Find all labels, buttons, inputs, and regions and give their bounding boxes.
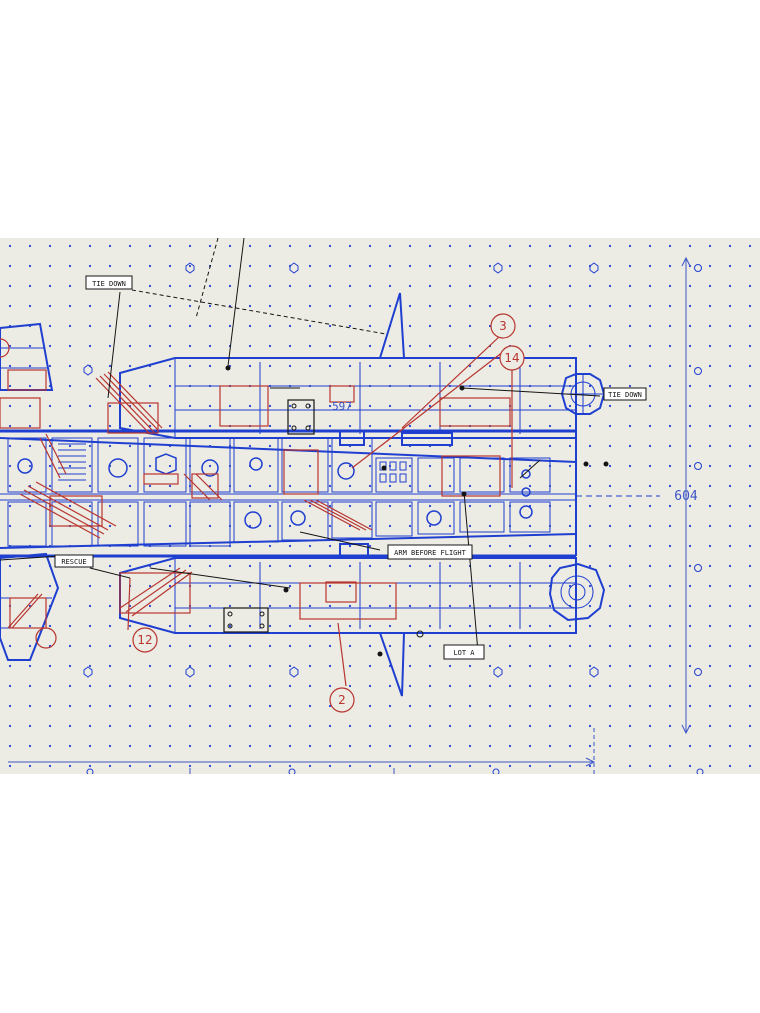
svg-text:TIE DOWN: TIE DOWN — [608, 391, 642, 399]
svg-text:LOT A: LOT A — [453, 649, 475, 657]
svg-text:RESCUE: RESCUE — [61, 558, 86, 566]
callout-edge-left — [0, 338, 10, 358]
svg-text:12: 12 — [137, 633, 152, 647]
label-tie-down-right: TIE DOWN — [603, 387, 647, 401]
leader-lines — [0, 238, 609, 657]
callout-edge-bottom — [35, 627, 57, 649]
red-annotations — [0, 335, 513, 687]
label-anti-flight: ARM BEFORE FLIGHT — [387, 544, 473, 560]
svg-text:TIE DOWN: TIE DOWN — [92, 280, 126, 288]
hex-markers — [83, 262, 704, 774]
ship-blueprint-diagram: 604 — [0, 238, 760, 774]
dimension-label: 604 — [674, 489, 698, 504]
blueprint-sheet: 604 — [0, 238, 760, 774]
callout-2: 2 — [329, 687, 355, 713]
svg-text:3: 3 — [499, 319, 507, 333]
hull-number-label: 597 — [332, 400, 352, 413]
callout-14: 14 — [499, 345, 525, 371]
svg-text:ARM BEFORE FLIGHT: ARM BEFORE FLIGHT — [394, 549, 466, 557]
label-tie-down-left: TIE DOWN — [85, 275, 133, 290]
label-rescue: RESCUE — [54, 554, 94, 568]
callout-3: 3 — [490, 313, 516, 339]
dot-grid — [0, 238, 760, 774]
dimension-lines — [8, 256, 691, 774]
svg-text:2: 2 — [338, 693, 346, 707]
label-lot: LOT A — [443, 644, 485, 660]
main-hull — [0, 429, 660, 559]
callout-12: 12 — [132, 627, 158, 653]
svg-text:14: 14 — [504, 351, 519, 365]
